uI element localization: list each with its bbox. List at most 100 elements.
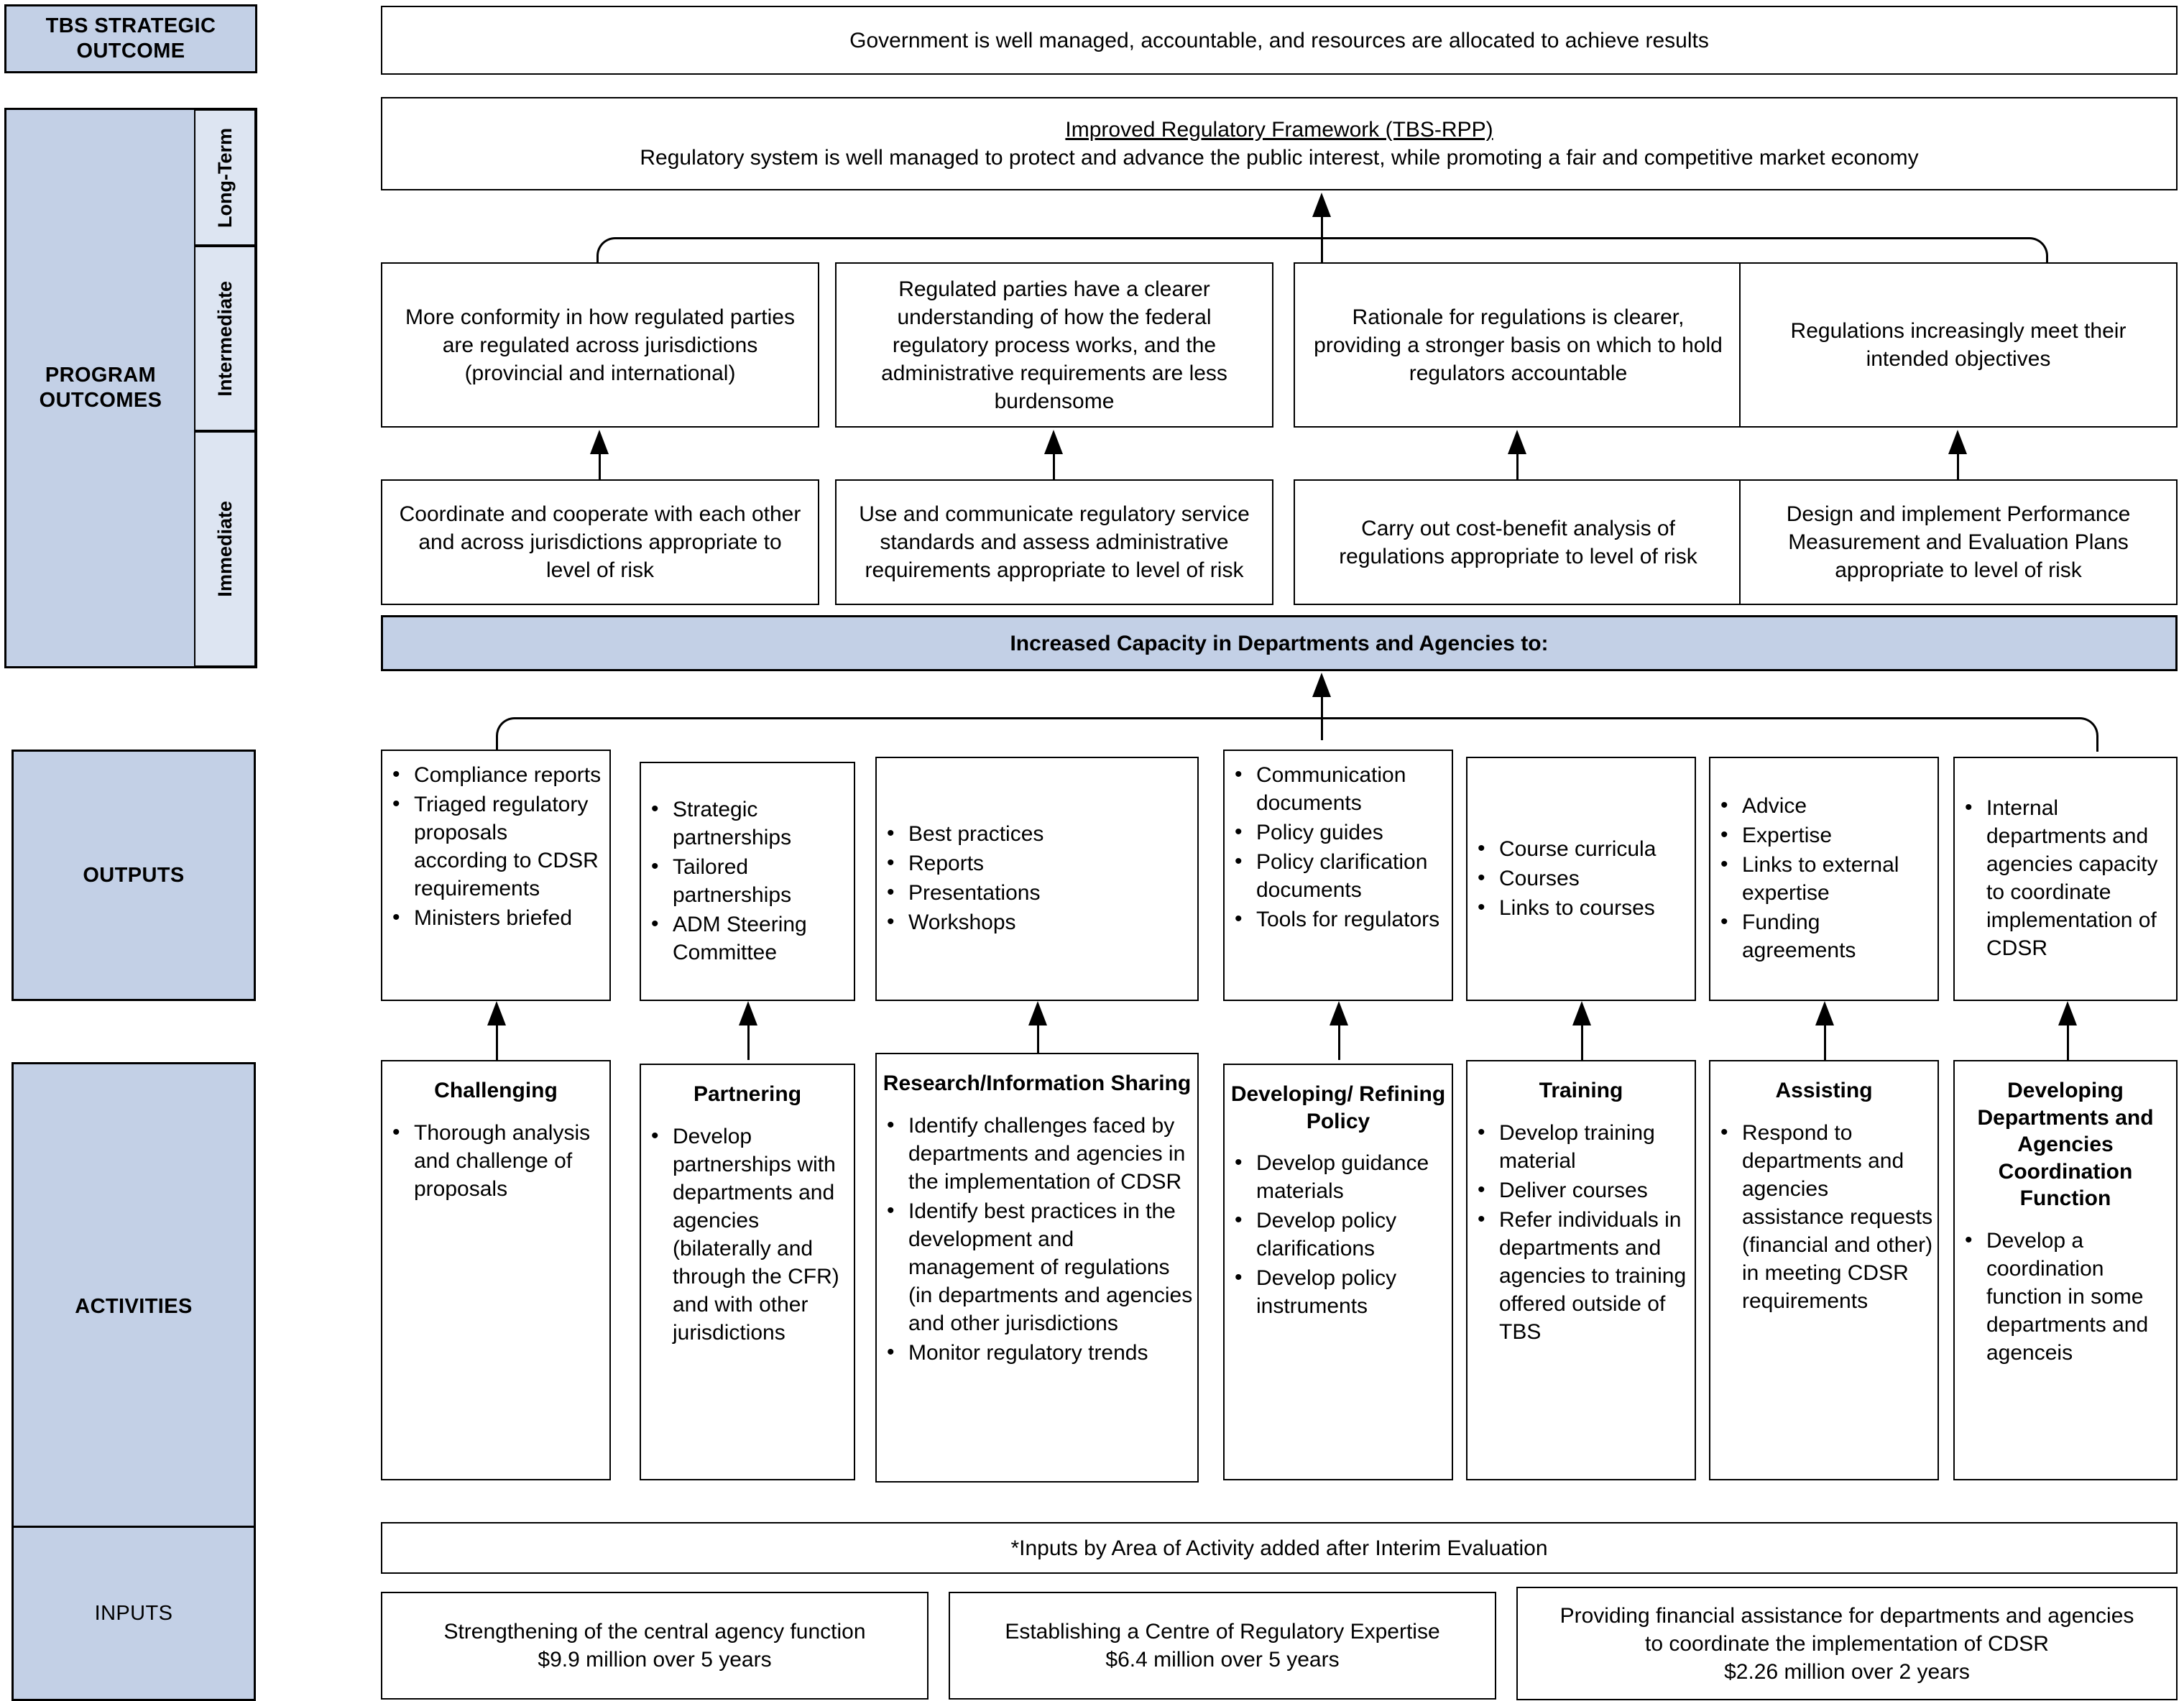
long-term-outcome-box: Improved Regulatory Framework (TBS-RPP) … [381, 97, 2178, 190]
immediate-outcome-4: Design and implement Performance Measure… [1739, 479, 2178, 605]
list-item: Develop a coordination function in some … [1965, 1226, 2172, 1367]
inputs-note-box: *Inputs by Area of Activity added after … [381, 1522, 2178, 1574]
output-box-4: Communication documents Policy guides Po… [1223, 750, 1453, 1001]
output-list-2: Strategic partnerships Tailored partners… [641, 795, 854, 968]
arrow-act3-to-out3 [1028, 1001, 1047, 1025]
list-item: Develop training material [1478, 1118, 1690, 1175]
connector-imm3-to-int3 [1516, 453, 1519, 483]
label-inputs: INPUTS [11, 1526, 256, 1701]
arrow-imm1-to-int1 [590, 430, 609, 454]
label-strategic-outcome-text: TBS STRATEGIC OUTCOME [45, 14, 216, 63]
activity-title-4: Developing/ Refining Policy [1230, 1082, 1446, 1133]
activity-box-2: Partnering Develop partnerships with dep… [640, 1064, 855, 1480]
input-box-3-line2: to coordinate the implementation of CDSR [1645, 1631, 2049, 1656]
input-box-1-line2: $9.9 million over 5 years [538, 1648, 772, 1672]
strategic-outcome-text: Government is well managed, accountable,… [849, 28, 1709, 52]
label-outputs-text: OUTPUTS [83, 863, 185, 887]
activity-title-5: Training [1539, 1079, 1623, 1102]
capacity-band: Increased Capacity in Departments and Ag… [381, 615, 2178, 671]
activity-box-4: Developing/ Refining Policy Develop guid… [1223, 1064, 1453, 1480]
list-item: Internal departments and agencies capaci… [1965, 793, 2172, 962]
arrow-act1-to-out1 [487, 1001, 506, 1025]
label-outputs: OUTPUTS [11, 750, 256, 1001]
list-item: Links to courses [1478, 893, 1690, 922]
immediate-outcome-1: Coordinate and cooperate with each other… [381, 479, 819, 605]
list-item: Compliance reports [392, 760, 605, 789]
tier-immediate: Immediate [194, 431, 256, 667]
intermediate-outcome-1-text: More conformity in how regulated parties… [405, 305, 795, 385]
immediate-outcome-2-text: Use and communicate regulatory service s… [859, 502, 1250, 582]
activity-list-1: Thorough analysis and challenge of propo… [382, 1118, 609, 1204]
tier-intermediate: Intermediate [194, 246, 256, 431]
list-item: ADM Steering Committee [651, 910, 849, 967]
label-strategic-outcome: TBS STRATEGIC OUTCOME [4, 4, 257, 73]
intermediate-outcome-1: More conformity in how regulated parties… [381, 262, 819, 428]
activity-title-1: Challenging [434, 1079, 558, 1102]
connector-imm1-to-int1 [599, 453, 601, 483]
output-list-6: Advice Expertise Links to external exper… [1710, 791, 1938, 966]
output-list-5: Course curricula Courses Links to course… [1467, 834, 1695, 923]
intermediate-outcome-2: Regulated parties have a clearer underst… [835, 262, 1273, 428]
list-item: Thorough analysis and challenge of propo… [392, 1118, 605, 1203]
input-box-3-line1: Providing financial assistance for depar… [1559, 1603, 2134, 1628]
input-box-3: Providing financial assistance for depar… [1516, 1587, 2178, 1700]
output-box-2: Strategic partnerships Tailored partners… [640, 762, 855, 1001]
connector-act6-to-out6 [1824, 1025, 1826, 1060]
input-box-2-line2: $6.4 million over 5 years [1105, 1648, 1340, 1672]
activity-list-2: Develop partnerships with departments an… [641, 1122, 854, 1348]
output-box-6: Advice Expertise Links to external exper… [1709, 757, 1939, 1001]
activity-list-7: Develop a coordination function in some … [1955, 1226, 2176, 1368]
list-item: Courses [1478, 864, 1690, 893]
immediate-outcome-4-text: Design and implement Performance Measure… [1786, 502, 2131, 582]
activity-box-3: Research/Information Sharing Identify ch… [875, 1053, 1199, 1483]
activity-box-6: Assisting Respond to departments and age… [1709, 1060, 1939, 1480]
arrow-bracket-to-longterm [1312, 193, 1331, 217]
strategic-outcome-box: Government is well managed, accountable,… [381, 6, 2178, 75]
tier-immediate-label: Immediate [213, 501, 236, 597]
intermediate-outcome-3-text: Rationale for regulations is clearer, pr… [1314, 305, 1723, 385]
arrow-act6-to-out6 [1815, 1001, 1834, 1025]
list-item: Develop guidance materials [1235, 1148, 1447, 1205]
list-item: Tools for regulators [1235, 905, 1447, 934]
inputs-note-text: *Inputs by Area of Activity added after … [1010, 1536, 1548, 1560]
label-activities: ACTIVITIES [11, 1062, 256, 1551]
immediate-outcome-3: Carry out cost-benefit analysis of regul… [1294, 479, 1743, 605]
immediate-outcome-2: Use and communicate regulatory service s… [835, 479, 1273, 605]
activity-title-3: Research/Information Sharing [883, 1071, 1192, 1095]
arrow-imm2-to-int2 [1044, 430, 1063, 454]
connector-bracket-to-longterm [1321, 216, 1323, 267]
list-item: Expertise [1720, 821, 1933, 849]
tier-long-term-label: Long-Term [213, 127, 236, 228]
output-list-7: Internal departments and agencies capaci… [1955, 793, 2176, 964]
output-box-1: Compliance reports Triaged regulatory pr… [381, 750, 611, 1001]
immediate-outcome-1-text: Coordinate and cooperate with each other… [399, 502, 801, 582]
connector-act2-to-out2 [747, 1025, 750, 1060]
arrow-act7-to-out7 [2058, 1001, 2077, 1025]
arrow-act5-to-out5 [1572, 1001, 1591, 1025]
input-box-1-line1: Strengthening of the central agency func… [443, 1620, 866, 1644]
long-term-outcome-text: Regulatory system is well managed to pro… [640, 146, 1919, 170]
input-box-1: Strengthening of the central agency func… [381, 1592, 929, 1700]
list-item: Policy clarification documents [1235, 847, 1447, 904]
list-item: Links to external expertise [1720, 850, 1933, 907]
connector-imm4-to-int4 [1957, 453, 1959, 483]
list-item: Strategic partnerships [651, 795, 849, 852]
input-box-2: Establishing a Centre of Regulatory Expe… [949, 1592, 1496, 1700]
list-item: Reports [887, 849, 1193, 877]
arrow-bracket-to-capacity [1312, 673, 1331, 697]
output-list-1: Compliance reports Triaged regulatory pr… [382, 760, 609, 934]
list-item: Triaged regulatory proposals according t… [392, 790, 605, 903]
activity-list-4: Develop guidance materials Develop polic… [1225, 1148, 1452, 1322]
activity-box-5: Training Develop training material Deliv… [1466, 1060, 1696, 1480]
activity-list-6: Respond to departments and agencies assi… [1710, 1118, 1938, 1317]
connector-act4-to-out4 [1338, 1025, 1340, 1060]
connector-act5-to-out5 [1581, 1025, 1583, 1060]
bracket-intermediate-outcomes [596, 237, 2048, 264]
list-item: Policy guides [1235, 818, 1447, 847]
label-activities-text: ACTIVITIES [75, 1294, 193, 1318]
list-item: Develop policy clarifications [1235, 1206, 1447, 1263]
intermediate-outcome-4-text: Regulations increasingly meet their inte… [1790, 319, 2127, 371]
activity-list-3: Identify challenges faced by departments… [877, 1111, 1197, 1368]
list-item: Course curricula [1478, 834, 1690, 863]
